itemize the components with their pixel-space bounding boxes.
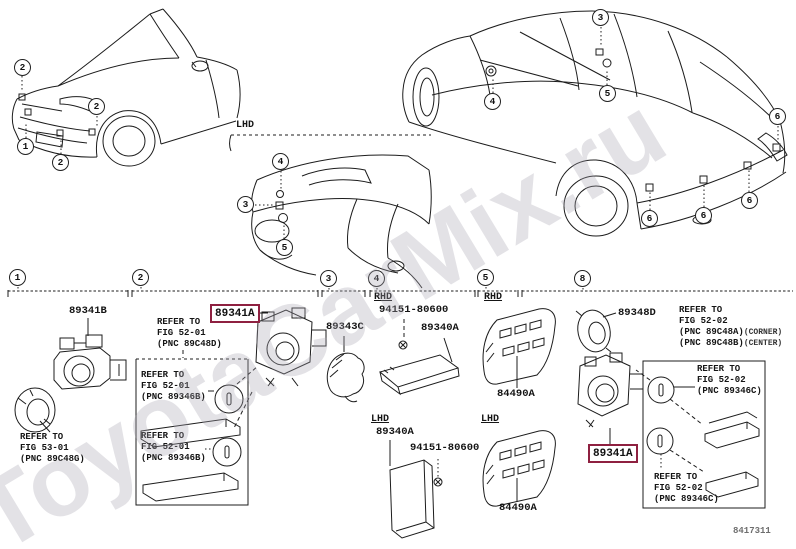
callout-rear-1[interactable]: 5 <box>599 85 616 102</box>
refer-line: FIG 52-01 <box>141 442 190 452</box>
refer-note-fig53-01: REFER TO FIG 53-01 (PNC 89C48G) <box>20 432 85 465</box>
section8-retainer-box <box>635 360 766 509</box>
figure-code: 8417311 <box>733 526 771 536</box>
band-number-8[interactable]: 8 <box>574 270 591 287</box>
refer-note-fig52-01-top: REFER TO FIG 52-01 (PNC 89C48D) <box>157 317 222 350</box>
part-number-89348D[interactable]: 89348D <box>618 307 656 319</box>
band-number-1[interactable]: 1 <box>9 269 26 286</box>
section8-sensor-drawing <box>575 309 644 444</box>
callout-front-1[interactable]: 1 <box>17 138 34 155</box>
refer-pnc-suffix: (CORNER) <box>743 328 783 337</box>
callout-rear-4[interactable]: 6 <box>641 210 658 227</box>
part-number-94151-80600-lhd[interactable]: 94151-80600 <box>410 442 480 454</box>
refer-line: REFER TO <box>20 432 64 442</box>
refer-line: (PNC 89346B) <box>141 392 206 402</box>
front-car-drawing <box>11 8 241 167</box>
part-number-94151-80600-rhd[interactable]: 94151-80600 <box>379 304 449 316</box>
band-number-4[interactable]: 4 <box>368 270 385 287</box>
callout-rear-3[interactable]: 6 <box>769 108 786 125</box>
refer-line: (PNC 89346C) <box>697 386 762 396</box>
refer-line: FIG 52-02 <box>697 375 746 385</box>
part-number-84490A-rhd[interactable]: 84490A <box>497 388 535 400</box>
s5-rhd-label: RHD <box>484 292 503 303</box>
callout-rear-2[interactable]: 4 <box>484 93 501 110</box>
refer-line: FIG 52-01 <box>157 328 206 338</box>
section1-sensor-drawing <box>14 318 127 433</box>
band-number-3[interactable]: 3 <box>320 270 337 287</box>
refer-line: (PNC 89C48A)(CORNER) <box>679 327 782 338</box>
section5-panel-drawings <box>482 308 556 507</box>
rear-car-drawing <box>402 10 788 237</box>
refer-line: REFER TO <box>654 472 698 482</box>
callout-dash-2[interactable]: 5 <box>276 239 293 256</box>
callout-front-3[interactable]: 2 <box>52 154 69 171</box>
band-number-2[interactable]: 2 <box>132 269 149 286</box>
callout-rear-0[interactable]: 3 <box>592 9 609 26</box>
callout-front-2[interactable]: 2 <box>88 98 105 115</box>
refer-line: REFER TO <box>697 364 741 374</box>
refer-line: FIG 52-01 <box>141 381 190 391</box>
refer-line: REFER TO <box>157 317 201 327</box>
section2-sensor-drawing <box>182 307 327 429</box>
refer-line: FIG 53-01 <box>20 443 69 453</box>
dash-region-label: LHD <box>236 120 255 131</box>
refer-note-89346B-upper: REFER TO FIG 52-01 (PNC 89346B) <box>141 370 206 403</box>
s4-lhd-label: LHD <box>371 414 390 425</box>
refer-pnc: (PNC 89C48B) <box>679 338 744 348</box>
refer-pnc-suffix: (CENTER) <box>743 339 783 348</box>
callout-dash-1[interactable]: 3 <box>237 196 254 213</box>
callout-front-0[interactable]: 2 <box>14 59 31 76</box>
refer-note-89346C-upper: REFER TO FIG 52-02 (PNC 89346C) <box>697 364 762 397</box>
section2-retainer-box <box>135 358 249 506</box>
callout-rear-6[interactable]: 6 <box>741 192 758 209</box>
refer-line: REFER TO <box>141 431 185 441</box>
part-number-89340A-rhd[interactable]: 89340A <box>421 322 459 334</box>
part-number-89343C[interactable]: 89343C <box>326 321 364 333</box>
refer-line: (PNC 89C48G) <box>20 454 85 464</box>
section-band-brackets <box>7 287 793 297</box>
refer-note-89346B-lower: REFER TO FIG 52-01 (PNC 89346B) <box>141 431 206 464</box>
callout-leader-lines <box>21 27 779 239</box>
s4-rhd-label: RHD <box>374 292 393 303</box>
refer-note-89346C-lower: REFER TO FIG 52-02 (PNC 89346C) <box>654 472 719 505</box>
refer-line: (PNC 89C48D) <box>157 339 222 349</box>
refer-line: (PNC 89346B) <box>141 453 206 463</box>
section3-speaker-drawing <box>326 336 365 403</box>
refer-line: FIG 52-02 <box>654 483 703 493</box>
refer-line: (PNC 89C48B)(CENTER) <box>679 338 782 349</box>
part-number-89341B[interactable]: 89341B <box>69 305 107 317</box>
highlighted-part-89341A-front[interactable]: 89341A <box>210 304 260 323</box>
refer-line: REFER TO <box>141 370 185 380</box>
part-number-84490A-lhd[interactable]: 84490A <box>499 502 537 514</box>
callout-dash-0[interactable]: 4 <box>272 153 289 170</box>
refer-line: (PNC 89346C) <box>654 494 719 504</box>
part-number-89340A-lhd[interactable]: 89340A <box>376 426 414 438</box>
highlighted-part-89341A-rear[interactable]: 89341A <box>588 444 638 463</box>
refer-line: REFER TO <box>679 305 723 315</box>
refer-line: FIG 52-02 <box>679 316 728 326</box>
refer-note-fig52-02-top: REFER TO FIG 52-02 (PNC 89C48A)(CORNER) … <box>679 305 782 349</box>
section4-ecu-drawings <box>378 319 460 539</box>
callout-rear-5[interactable]: 6 <box>695 207 712 224</box>
band-number-5[interactable]: 5 <box>477 269 494 286</box>
s5-lhd-label: LHD <box>481 414 500 425</box>
dashboard-drawing <box>229 134 432 289</box>
refer-pnc: (PNC 89C48A) <box>679 327 744 337</box>
